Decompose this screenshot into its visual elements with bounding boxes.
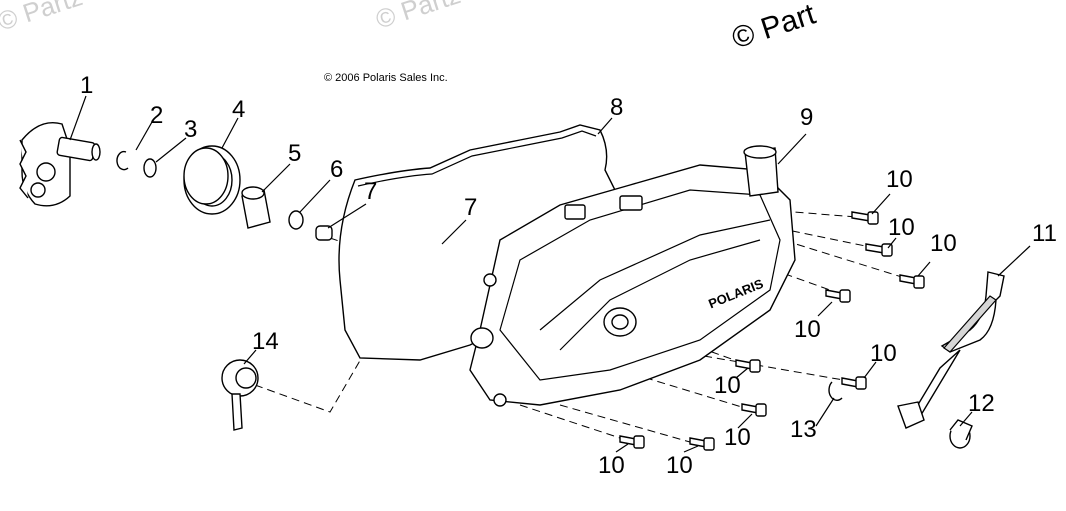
leader-line	[261, 163, 291, 193]
cover-bolt	[741, 403, 767, 417]
leader-line	[69, 95, 87, 141]
copyright-notice: © 2006 Polaris Sales Inc.	[324, 72, 448, 84]
leader-line	[615, 443, 629, 453]
clip	[828, 381, 843, 401]
leader-line	[863, 361, 877, 379]
leader-line	[917, 261, 931, 277]
callout-10: 10	[598, 452, 625, 479]
return-spring	[183, 145, 241, 215]
alignment-line	[559, 404, 691, 443]
callout-4: 4	[232, 96, 246, 123]
lever-cap	[949, 419, 973, 449]
alignment-line	[619, 369, 746, 409]
washer	[288, 210, 304, 230]
callout-7: 7	[364, 178, 378, 205]
leader-line	[817, 301, 833, 317]
alignment-line	[519, 404, 621, 439]
callout-7: 7	[464, 194, 478, 221]
clutch-cover: POLARIS	[469, 145, 796, 407]
kick-start-gear-shaft	[19, 122, 101, 207]
callout-12: 12	[968, 390, 995, 417]
leader-line	[299, 179, 331, 213]
drive-sensor	[221, 359, 259, 431]
leader-line	[777, 133, 807, 165]
cover-bolt	[899, 274, 925, 289]
callout-11: 11	[1032, 220, 1057, 247]
cover-bolt	[735, 359, 761, 373]
cover-bolt	[619, 435, 645, 449]
callout-13: 13	[790, 416, 817, 443]
callout-14: 14	[252, 328, 279, 355]
leader-line	[815, 397, 835, 427]
callout-10: 10	[794, 316, 821, 343]
circlip	[116, 150, 129, 171]
leader-line	[441, 219, 467, 245]
cover-bolt	[825, 289, 851, 303]
leader-line	[683, 445, 699, 453]
callout-9: 9	[800, 104, 814, 131]
washer	[143, 158, 157, 178]
cover-bolt	[865, 243, 893, 257]
leader-line	[221, 117, 239, 149]
bushing	[241, 186, 271, 229]
leader-line	[887, 237, 897, 249]
leader-line	[871, 193, 891, 215]
callout-10: 10	[724, 424, 751, 451]
callout-8: 8	[610, 94, 624, 121]
callout-5: 5	[288, 140, 302, 167]
leader-line	[135, 121, 153, 151]
callout-10: 10	[930, 230, 957, 257]
leader-line	[735, 367, 749, 379]
callout-2: 2	[150, 102, 164, 129]
leader-line	[997, 245, 1031, 277]
dowel-pin	[315, 225, 333, 241]
leader-line	[243, 349, 257, 365]
leader-line	[597, 117, 613, 135]
callout-6: 6	[330, 156, 344, 183]
callout-1: 1	[80, 72, 94, 99]
leader-line	[155, 137, 187, 163]
callout-10: 10	[888, 214, 915, 241]
callout-10: 10	[714, 372, 741, 399]
cover-gasket	[338, 124, 621, 361]
leader-line	[737, 413, 753, 429]
cover-bolt	[851, 211, 879, 225]
callout-3: 3	[184, 116, 198, 143]
callout-10: 10	[666, 452, 693, 479]
cover-bolt	[689, 437, 715, 451]
callout-10: 10	[886, 166, 913, 193]
kick-start-lever	[897, 271, 1005, 429]
callout-10: 10	[870, 340, 897, 367]
leader-line	[327, 203, 367, 229]
leader-line	[959, 411, 973, 427]
cover-bolt	[841, 376, 867, 390]
